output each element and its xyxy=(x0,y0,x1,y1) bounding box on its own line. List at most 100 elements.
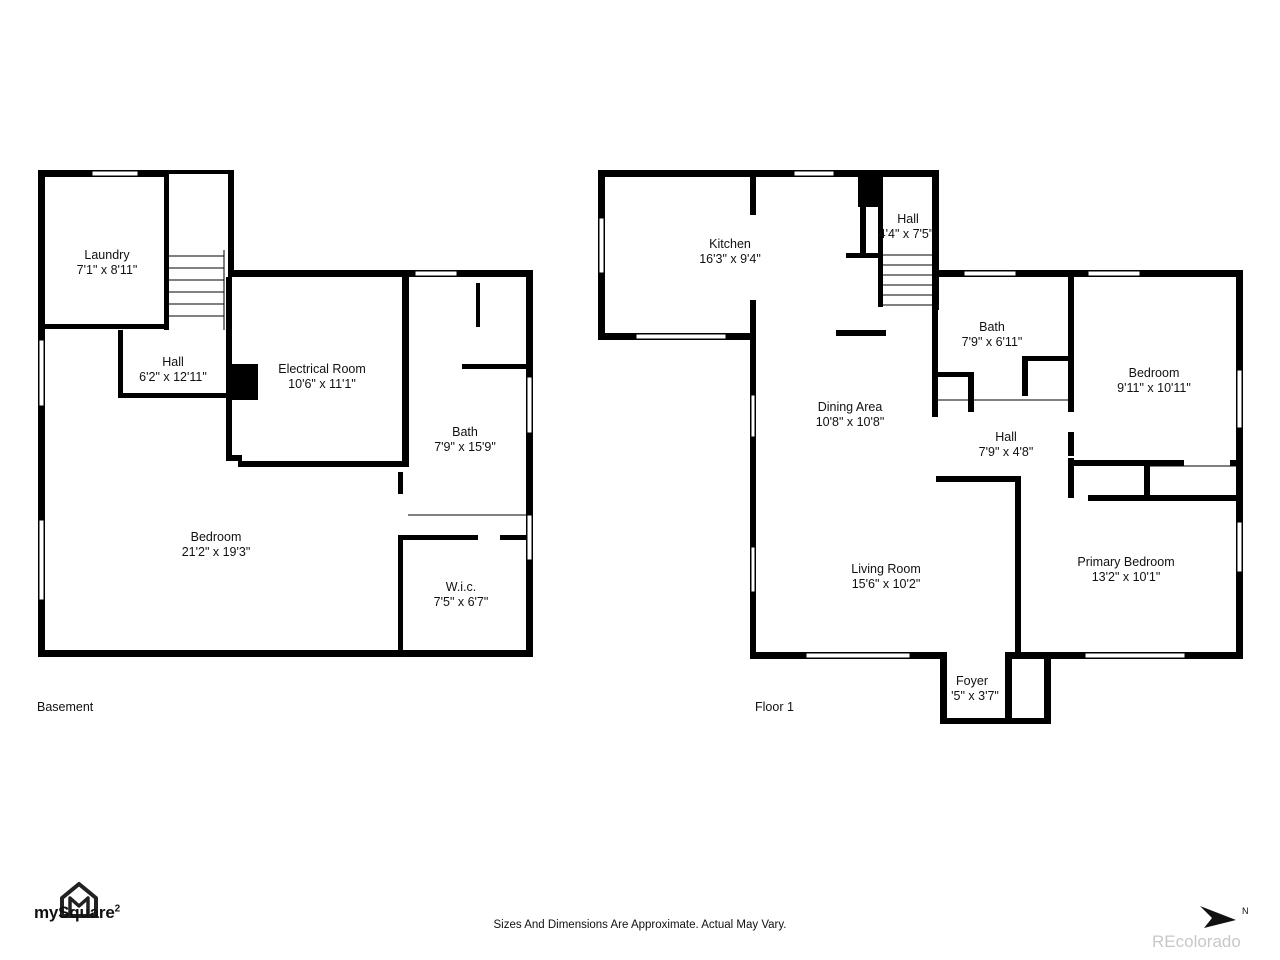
wall xyxy=(1068,458,1074,498)
wall xyxy=(936,372,974,377)
window xyxy=(805,652,911,659)
watermark-text: REcolorado xyxy=(1152,932,1241,951)
wall xyxy=(398,472,403,494)
room-dimensions: '5" x 3'7" xyxy=(951,689,999,703)
door-opening xyxy=(478,533,500,542)
wall xyxy=(1068,277,1074,412)
wall xyxy=(940,652,947,724)
door-opening xyxy=(756,328,836,340)
wall xyxy=(526,270,533,657)
room-name: Living Room xyxy=(851,562,921,576)
room-dimensions: 7'1" x 8'11" xyxy=(76,263,138,277)
floor-label-floor-1: Floor 1 xyxy=(755,700,794,714)
room-dimensions: 10'8" x 10'8" xyxy=(815,415,885,429)
window xyxy=(1084,652,1186,659)
wall xyxy=(118,393,228,398)
room-dimensions: 9'11" x 10'11" xyxy=(1117,381,1191,395)
door-opening xyxy=(400,496,408,533)
wall xyxy=(38,170,45,657)
window xyxy=(38,519,45,601)
chimney xyxy=(228,364,258,400)
room-dimensions: 21'2" x 19'3" xyxy=(181,545,251,559)
wall xyxy=(398,535,478,540)
wall xyxy=(860,207,866,257)
house-m-logo-icon xyxy=(60,882,98,918)
room-name: Primary Bedroom xyxy=(1077,555,1175,569)
basement-stairs xyxy=(169,250,225,330)
room-dimensions: 7'5" x 6'7" xyxy=(433,595,489,609)
window xyxy=(91,170,139,177)
room-name: Dining Area xyxy=(817,400,883,414)
window xyxy=(414,270,458,277)
brand-name-text: mySquare xyxy=(34,903,115,922)
wall xyxy=(38,650,533,657)
window xyxy=(598,217,605,274)
room-name: Bath xyxy=(979,320,1005,334)
wall xyxy=(38,324,168,329)
window xyxy=(635,333,727,340)
window xyxy=(1236,369,1243,429)
room-name: Foyer xyxy=(956,674,988,688)
wall xyxy=(1044,652,1051,724)
wall xyxy=(878,177,883,307)
wall xyxy=(398,535,403,655)
window xyxy=(38,339,45,407)
window xyxy=(963,270,1017,277)
floor1-stairs xyxy=(883,254,932,306)
window xyxy=(750,394,756,438)
brand-name: mySquare2 xyxy=(34,903,120,923)
room-name: Electrical Room xyxy=(278,362,366,376)
wall xyxy=(500,535,530,540)
wall xyxy=(226,455,242,461)
wall xyxy=(1230,460,1237,466)
wall xyxy=(1144,460,1150,498)
wall xyxy=(164,170,234,174)
room-dimensions: 15'6" x 10'2" xyxy=(851,577,921,591)
room-name: Hall xyxy=(162,355,184,369)
wall xyxy=(1236,270,1243,659)
wall xyxy=(1068,432,1074,456)
room-dimensions: 13'2" x 10'1" xyxy=(1091,570,1161,584)
disclaimer-text: Sizes And Dimensions Are Approximate. Ac… xyxy=(493,919,787,931)
wall xyxy=(936,476,1020,482)
wall xyxy=(228,270,533,277)
wall xyxy=(750,336,756,658)
room-dimensions: 10'6" x 11'1" xyxy=(288,377,356,391)
wall xyxy=(164,170,169,330)
room-dimensions: 7'9" x 4'8" xyxy=(978,445,1034,459)
window xyxy=(1236,521,1243,573)
wall xyxy=(750,177,756,215)
wall xyxy=(846,253,882,258)
wall xyxy=(1015,476,1021,656)
wall xyxy=(1068,460,1184,466)
wall xyxy=(940,718,1051,724)
door-opening xyxy=(1074,493,1088,503)
room-name: W.i.c. xyxy=(445,580,477,594)
window xyxy=(750,546,756,593)
window xyxy=(1087,270,1141,277)
wall xyxy=(476,283,480,327)
window xyxy=(526,376,533,434)
room-name: Kitchen xyxy=(709,237,751,251)
north-arrow-icon: N xyxy=(1200,906,1249,928)
wall xyxy=(750,300,756,340)
wall xyxy=(238,461,408,467)
room-dimensions: 7'9" x 6'11" xyxy=(961,335,1023,349)
wall xyxy=(462,364,528,369)
room-name: Laundry xyxy=(84,248,130,262)
window xyxy=(526,514,533,561)
room-dimensions: 16'3" x 9'4" xyxy=(699,252,761,266)
room-name: Hall xyxy=(995,430,1017,444)
wall xyxy=(1022,356,1068,361)
room-name: Bedroom xyxy=(190,530,242,544)
wall xyxy=(932,277,938,417)
room-dimensions: 4'4" x 7'5" xyxy=(878,227,934,241)
room-name: Bath xyxy=(452,425,478,439)
room-dimensions: 7'9" x 15'9" xyxy=(434,440,496,454)
wall xyxy=(1022,356,1028,396)
wall xyxy=(228,170,234,277)
wall xyxy=(1005,652,1012,718)
wall xyxy=(836,330,886,336)
wall xyxy=(118,330,123,398)
wall xyxy=(598,170,938,177)
